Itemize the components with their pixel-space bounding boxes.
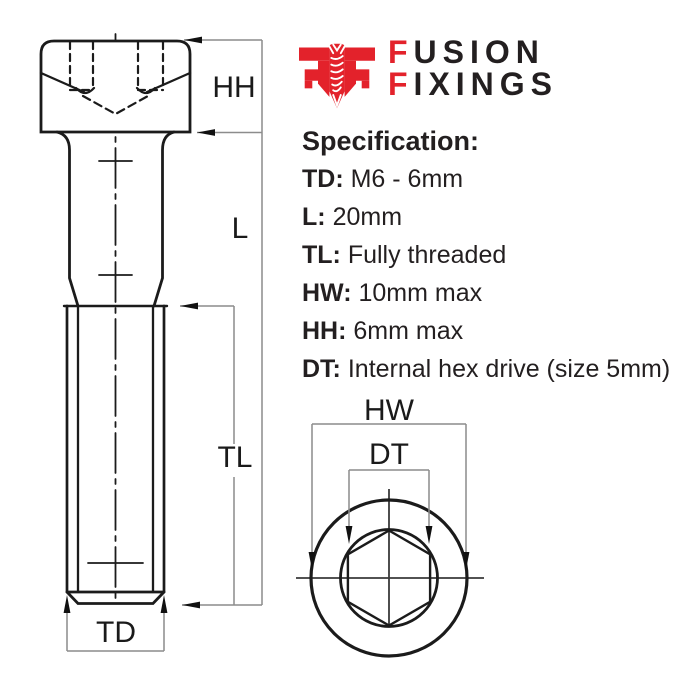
dim-label-hw: HW [364, 394, 415, 427]
td-left-arrow [63, 595, 71, 613]
top-view-dimension-lines [311, 423, 467, 553]
side-view-arrowheads [63, 36, 215, 613]
td-right-arrow [160, 595, 168, 613]
spec-row-td: TD: M6 - 6mm [302, 160, 698, 198]
spec-label: TL: [302, 241, 341, 269]
thread-crest-lines [65, 304, 166, 594]
ff-monogram [299, 43, 375, 109]
screw-side-view [39, 33, 192, 605]
screw-tip [65, 590, 166, 605]
hh-bottom-arrow [197, 129, 215, 136]
dim-label-td: TD [96, 616, 136, 649]
fusion-fixings-logo-icon [299, 41, 375, 109]
white-screw-glyph [327, 41, 347, 109]
dt-left-arrow [345, 526, 353, 544]
dim-label-dt: DT [369, 438, 409, 471]
centerline-ticks [87, 160, 144, 564]
spec-row-l: L: 20mm [302, 198, 698, 236]
spec-row-dt: DT: Internal hex drive (size 5mm) [302, 350, 698, 388]
top-view-arrowheads [308, 526, 470, 570]
brand-line2-initial: F [388, 66, 414, 102]
spec-label: HH: [302, 317, 347, 345]
spec-label: L: [302, 203, 326, 231]
hex-socket-polygon [346, 529, 432, 627]
spec-row-hw: HW: 10mm max [302, 274, 698, 312]
dim-label-hh: HH [212, 71, 255, 104]
specification-heading: Specification: [302, 126, 480, 156]
spec-value: 6mm max [353, 317, 464, 345]
screw-head-outline [39, 39, 192, 134]
hw-right-arrow [462, 552, 470, 570]
spec-row-hh: HH: 6mm max [302, 312, 698, 350]
tl-top-arrow [180, 302, 198, 310]
dim-label-tl: TL [217, 441, 252, 474]
brand-line1-initial: F [388, 34, 414, 70]
brand-line2-rest: IXINGS [413, 66, 559, 102]
spec-value: M6 - 6mm [350, 165, 464, 193]
head-outer-circle [309, 498, 469, 658]
hh-top-arrow [184, 36, 202, 44]
dt-bracket [348, 469, 430, 527]
brand-line1-rest: USION [413, 34, 545, 70]
spec-value: 20mm [332, 203, 403, 231]
shank-outline [55, 130, 176, 308]
top-view-centerlines [296, 489, 484, 625]
spec-label: HW: [302, 279, 352, 307]
brand-name-line2: FIXINGS [388, 68, 558, 100]
hw-bracket [311, 423, 467, 553]
spec-value: Fully threaded [347, 241, 507, 269]
brand-name-line1: FUSION [388, 36, 545, 68]
dt-right-arrow [425, 526, 433, 544]
hidden-hex-socket-lines [68, 40, 165, 116]
spec-label: TD: [302, 165, 344, 193]
thread-root-lines [76, 304, 155, 594]
dim-label-l: L [232, 212, 249, 245]
hw-left-arrow [308, 552, 316, 570]
specification-block: Specification: TD: M6 - 6mm L: 20mm TL: … [302, 122, 698, 388]
brand-logo: FUSION FIXINGS [0, 0, 700, 130]
spec-label: DT: [302, 355, 341, 383]
spec-value: Internal hex drive (size 5mm) [347, 355, 671, 383]
spec-value: 10mm max [358, 279, 483, 307]
bottom-arrow [182, 601, 200, 609]
spec-row-tl: TL: Fully threaded [302, 236, 698, 274]
head-top-view [296, 489, 484, 658]
